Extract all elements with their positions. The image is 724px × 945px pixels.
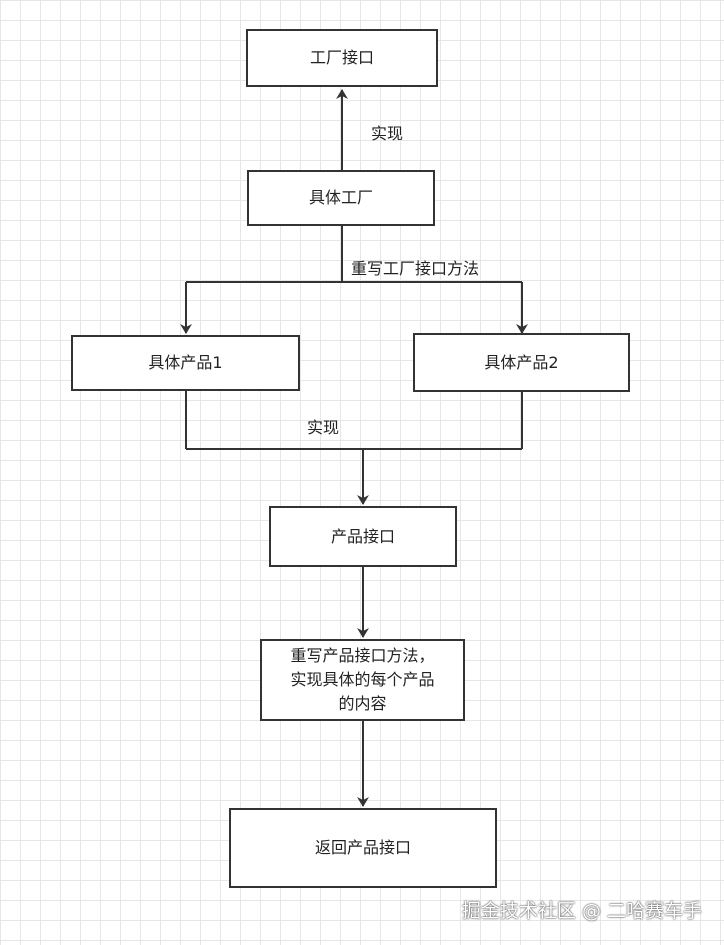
product1-box: 具体产品1 [71,335,300,391]
concrete-factory-label: 具体工厂 [308,188,373,207]
override-product-label: 重写产品接口方法， 实现具体的每个产品 的内容 [290,646,435,713]
implement-label-top: 实现 [371,124,404,143]
concrete-factory-box: 具体工厂 [247,170,435,226]
product-interface-label: 产品接口 [330,526,395,546]
factory-interface-box: 工厂接口 [246,29,438,87]
product1-label: 具体产品1 [148,353,223,372]
override-product-box: 重写产品接口方法， 实现具体的每个产品 的内容 [260,639,465,721]
implement-label-bottom: 实现 [307,418,340,437]
override-factory-label: 重写工厂接口方法 [351,259,480,278]
return-product-label: 返回产品接口 [314,838,411,857]
return-product-box: 返回产品接口 [229,808,497,888]
watermark: 掘金技术社区 @ 二哈赛车手 [461,900,702,922]
factory-interface-label: 工厂接口 [309,48,374,67]
product2-label: 具体产品2 [484,352,559,372]
product2-box: 具体产品2 [413,333,630,392]
product-interface-box: 产品接口 [269,506,457,567]
